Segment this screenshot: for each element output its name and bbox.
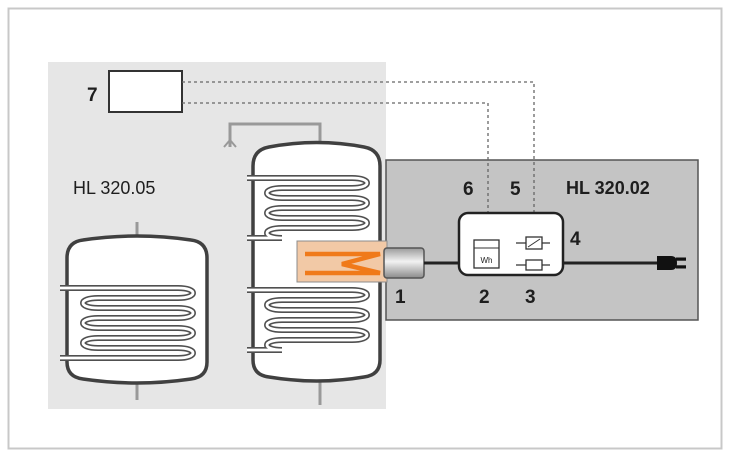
plug-icon bbox=[657, 256, 686, 270]
label-5: 5 bbox=[510, 179, 521, 200]
signal-lines bbox=[182, 81, 535, 240]
storage-tank-small bbox=[60, 222, 209, 400]
meter-unit-label: Wh bbox=[481, 256, 493, 265]
heating-element bbox=[296, 240, 425, 283]
fuse bbox=[516, 259, 550, 271]
controller-box bbox=[108, 70, 183, 113]
label-hl-320-05: HL 320.05 bbox=[73, 178, 155, 198]
signal-line-lower bbox=[182, 102, 489, 240]
label-3: 3 bbox=[525, 287, 536, 308]
energy-meter: Wh bbox=[473, 239, 500, 269]
label-7: 7 bbox=[87, 85, 98, 106]
label-6: 6 bbox=[463, 179, 474, 200]
heater-connector bbox=[383, 247, 425, 279]
label-2: 2 bbox=[479, 287, 490, 308]
label-1: 1 bbox=[395, 287, 406, 308]
thermal-switch bbox=[516, 236, 550, 250]
label-hl-320-02: HL 320.02 bbox=[566, 178, 650, 198]
signal-line-upper bbox=[182, 81, 535, 240]
label-4: 4 bbox=[570, 229, 581, 250]
